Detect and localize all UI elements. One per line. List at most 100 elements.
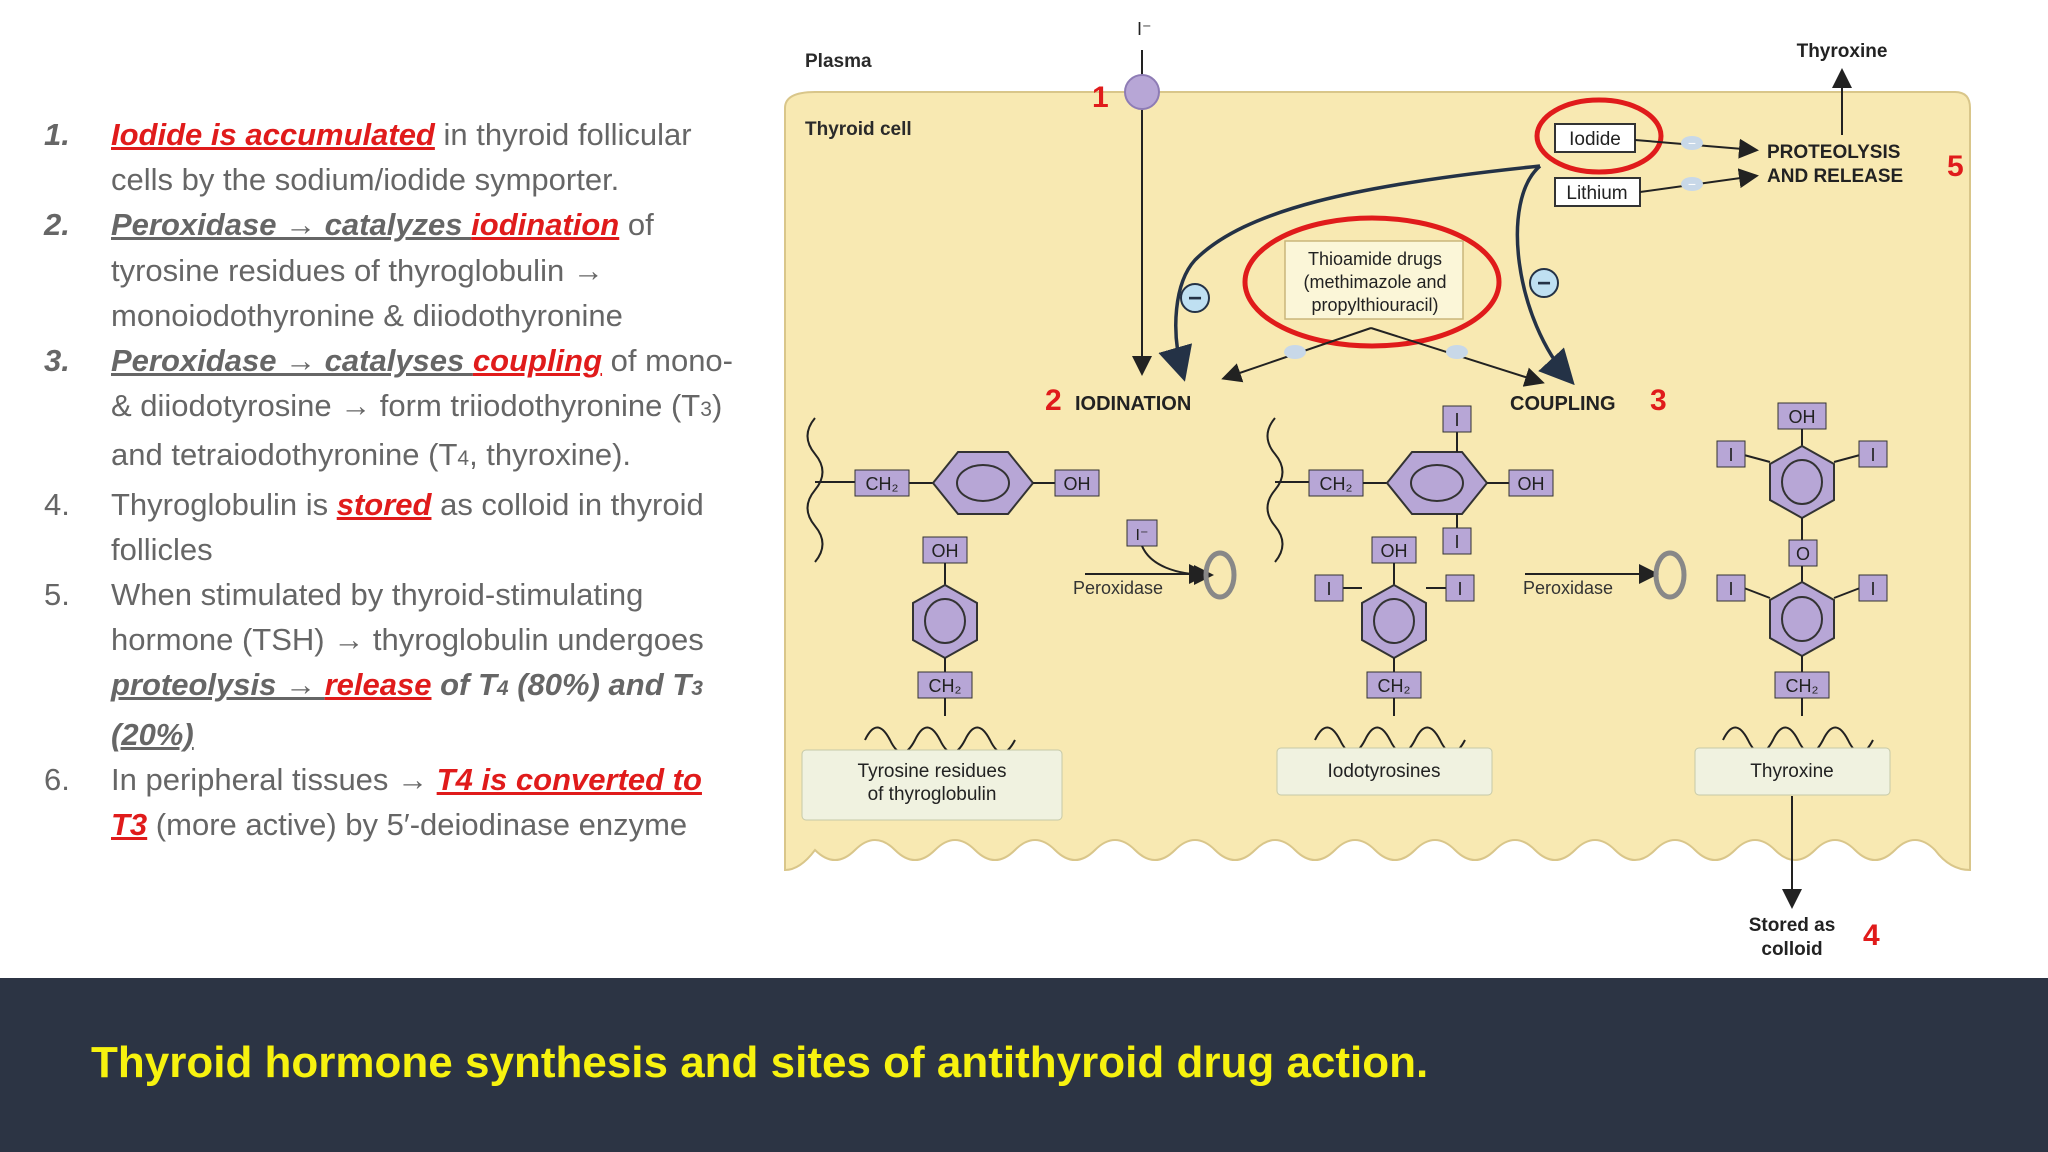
stored-label-1: Stored as: [1749, 915, 1836, 936]
iodotyrosines-label: Iodotyrosines: [1327, 761, 1440, 782]
thyroid-cell-label: Thyroid cell: [805, 119, 912, 140]
tyrosine-molecule: CH₂ OH OH CH₂: [806, 417, 1100, 754]
step-text: as colloid in thyroid follicles: [111, 486, 704, 567]
step-text: Peroxidase → catalyzes: [111, 207, 472, 243]
thioamide-box: [1284, 240, 1464, 320]
step-text: , thyroxine).: [469, 437, 632, 473]
step-item-6: 6. In peripheral tissues → T4 is converte…: [44, 757, 744, 847]
iodide-ion-label: I⁻: [1137, 19, 1152, 39]
iodide-box: [1554, 123, 1636, 153]
step-text: Thyroglobulin is: [111, 486, 337, 522]
iodination-label: IODINATION: [1075, 393, 1191, 415]
step-text: 3: [691, 677, 703, 701]
iodotyrosines-box: [1276, 747, 1493, 796]
svg-text:CH₂: CH₂: [866, 474, 899, 494]
step-text: When stimulated by thyroid-stimulating h…: [111, 577, 704, 658]
slide: 1. Iodide is accumulated in thyroid folli…: [44, 19, 1971, 960]
thyroxine-box: [1694, 747, 1891, 796]
steps-list: 1. Iodide is accumulated in thyroid folli…: [44, 112, 744, 847]
step-text: ) and tetraiodothyronine (T: [111, 388, 723, 473]
step-text: iodination: [471, 207, 620, 243]
tyrosine-label-2: of thyroglobulin: [868, 784, 997, 805]
thioamide-line-2: (methimazole and: [1303, 272, 1446, 292]
step-item-1: 1. Iodide is accumulated in thyroid folli…: [44, 112, 744, 202]
svg-text:OH: OH: [1518, 474, 1545, 494]
svg-text:OH: OH: [932, 541, 959, 561]
thyroxine-box-label: Thyroxine: [1750, 761, 1833, 782]
thyroxine-molecule: OH I I O I I CH₂: [1716, 402, 1888, 754]
inhibit-icon: [1529, 268, 1559, 298]
thioamide-line-3: propylthiouracil): [1311, 295, 1438, 315]
svg-text:OH: OH: [1381, 541, 1408, 561]
inhibit-sign: −: [1688, 176, 1696, 192]
inhibit-sign: −: [1188, 285, 1202, 312]
step-text: Iodide is accumulated: [111, 117, 435, 152]
step-text: proteolysis →: [111, 667, 325, 703]
step-number-2: 2: [1045, 384, 1062, 417]
step-text: stored: [336, 486, 432, 522]
step-text: of T: [431, 667, 497, 703]
step-number-1: 1: [1092, 81, 1109, 114]
iodide-inhibit-arrow: [1158, 164, 1541, 382]
svg-text:OH: OH: [1064, 474, 1091, 494]
peroxidase-label-1: Peroxidase: [1073, 578, 1163, 598]
step-number: 2.: [44, 207, 70, 243]
thyroid-cell-body: [784, 91, 1971, 872]
peroxidase-enzyme-icon: [1203, 550, 1237, 600]
inhibit-icon: [1284, 345, 1306, 359]
iodide-inhibit-arrow: [1515, 164, 1575, 386]
svg-text:I: I: [1454, 410, 1459, 430]
iodide-square-label: I⁻: [1136, 527, 1149, 544]
step-item-5: 5. When stimulated by thyroid-stimulating…: [44, 572, 744, 757]
slide-caption: Thyroid hormone synthesis and sites of a…: [91, 1038, 1429, 1087]
step-number: 5.: [44, 577, 70, 613]
step-number-4: 4: [1863, 919, 1880, 952]
step-text: in thyroid follicular cells by the sodiu…: [111, 117, 692, 198]
thyroxine-top-label: Thyroxine: [1797, 41, 1888, 62]
thioamide-highlight-ring: [1242, 215, 1502, 349]
symporter-icon: [1124, 74, 1160, 110]
step-text: (80%) and T: [508, 667, 692, 703]
peroxidase-enzyme-icon: [1653, 550, 1687, 600]
svg-text:I: I: [1870, 579, 1875, 599]
inhibit-icon: [1446, 345, 1468, 359]
svg-text:I: I: [1870, 445, 1875, 465]
step-text: release: [324, 667, 432, 703]
step-text: 3: [700, 398, 712, 422]
step-text: 4: [496, 677, 509, 701]
thioamide-line-1: Thioamide drugs: [1308, 249, 1442, 269]
tyrosine-residues-box: [801, 749, 1063, 821]
step-number: 1.: [44, 117, 70, 152]
step-item-2: 2.Peroxidase → catalyzes iodination of t…: [44, 202, 744, 338]
iodide-box-label: Iodide: [1569, 129, 1621, 150]
step-text: T4 is converted to T3: [111, 761, 702, 843]
step-text: (20%): [111, 716, 194, 752]
svg-text:I: I: [1728, 445, 1733, 465]
proteolysis-label: PROTEOLYSIS: [1767, 142, 1900, 163]
thyroid-synthesis-diagram: Plasma Thyroid cell I⁻ 1 Iodide Lithium …: [784, 19, 1971, 960]
step-text: (more active) by 5′-deiodinase enzyme: [147, 807, 688, 843]
step-number-5: 5: [1947, 150, 1964, 183]
release-label: AND RELEASE: [1767, 166, 1903, 187]
inhibit-icon: [1681, 177, 1703, 191]
step-text: coupling: [472, 343, 603, 379]
svg-text:I: I: [1728, 579, 1733, 599]
peroxidase-label-2: Peroxidase: [1523, 578, 1613, 598]
svg-text:O: O: [1796, 544, 1810, 564]
step-item-3: 3. Peroxidase → catalyses coupling of mon…: [44, 338, 744, 482]
step-text: Peroxidase → catalyses: [111, 343, 473, 379]
inhibit-sign: −: [1688, 135, 1696, 151]
svg-text:CH₂: CH₂: [1786, 676, 1819, 696]
svg-text:I: I: [1457, 579, 1462, 599]
svg-text:OH: OH: [1789, 407, 1816, 427]
step-text: 4: [457, 447, 470, 471]
iodotyrosine-molecule: CH₂ OH I I OH I I CH₂: [1266, 405, 1554, 754]
plasma-label: Plasma: [805, 51, 872, 72]
step-text: of mono- & diiodotyrosine → form triiodo…: [111, 343, 733, 424]
step-text: In peripheral tissues →: [111, 761, 437, 797]
inhibit-icon: [1180, 283, 1210, 313]
footer-bar: [0, 978, 2048, 1152]
step-number: 3.: [44, 343, 70, 379]
step-number-3: 3: [1650, 384, 1667, 417]
step-number: 6.: [44, 761, 70, 797]
